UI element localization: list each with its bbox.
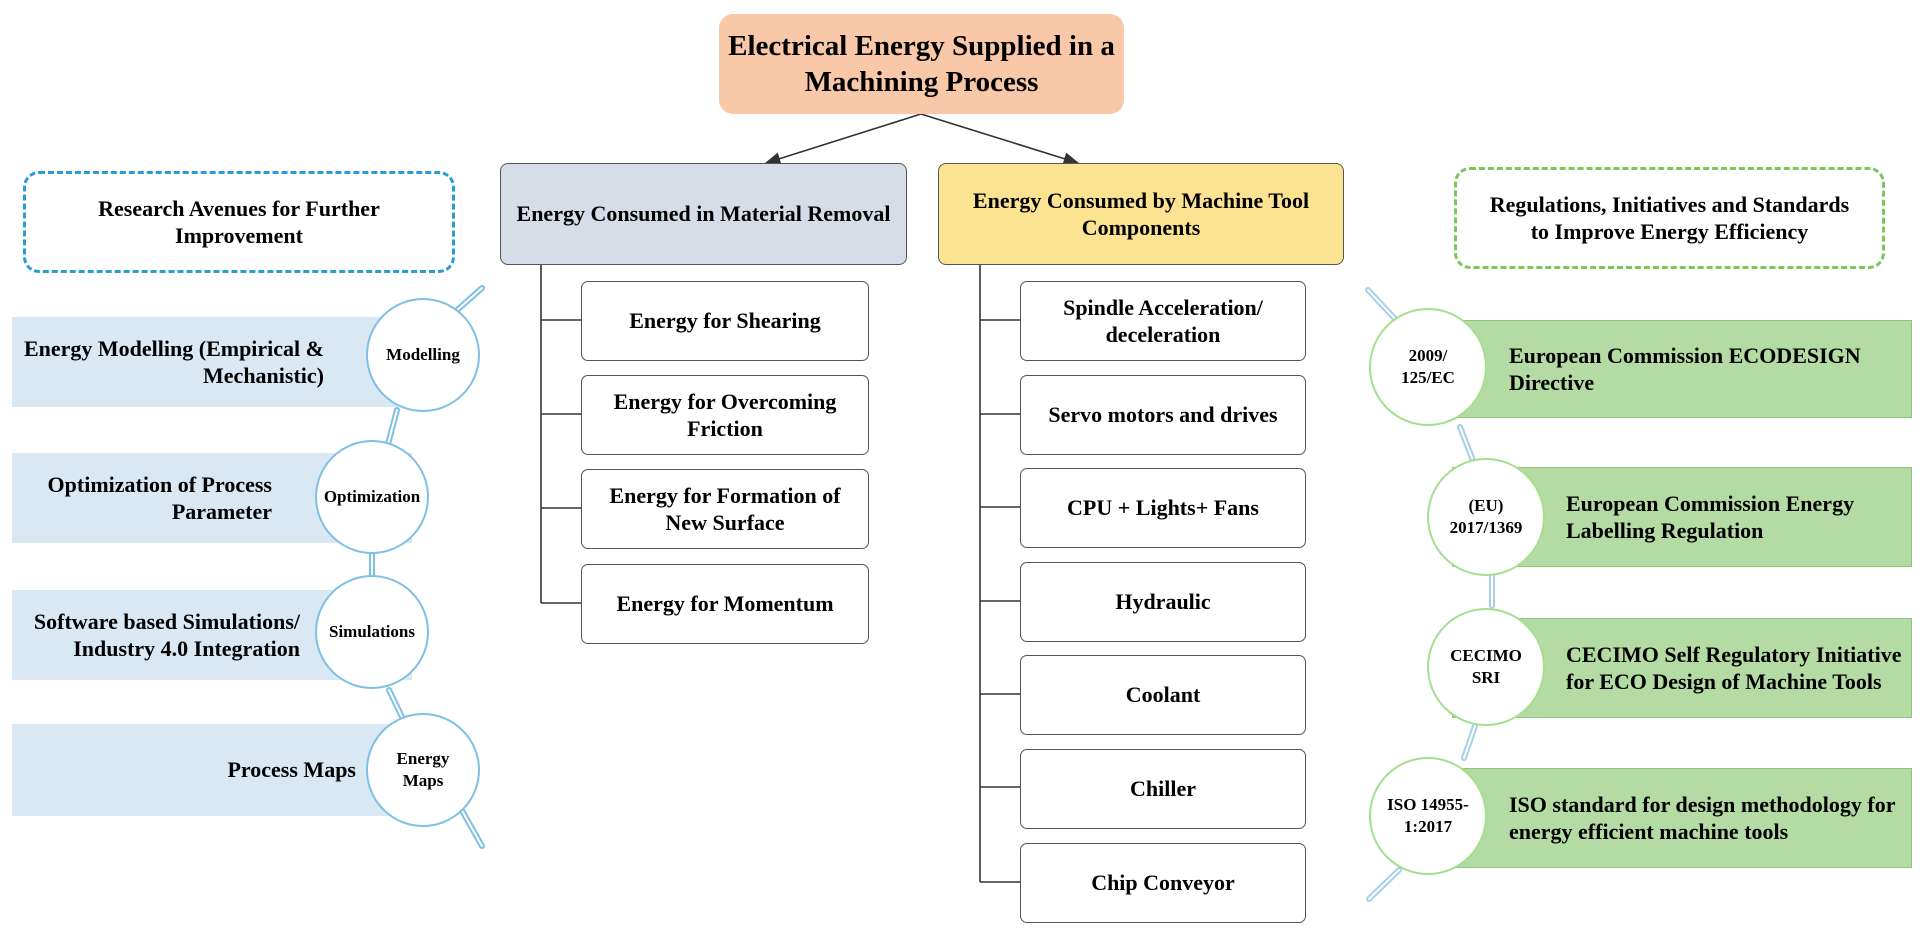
research-circle-modelling: Modelling xyxy=(366,298,480,412)
regulation-circle-energy-labelling: (EU) 2017/1369 xyxy=(1427,458,1545,576)
machine-tool-item: Spindle Acceleration/ deceleration xyxy=(1020,281,1306,361)
material-removal-tree xyxy=(540,265,581,604)
regulation-entry-text: ISO standard for design methodology for … xyxy=(1452,768,1912,868)
title-arrows xyxy=(764,113,1080,165)
material-removal-header: Energy Consumed in Material Removal xyxy=(500,163,907,265)
research-entry-text: Energy Modelling (Empirical & Mechanisti… xyxy=(12,317,412,407)
machine-tool-item: Hydraulic xyxy=(1020,562,1306,642)
material-removal-item: Energy for Shearing xyxy=(581,281,869,361)
research-entry-text: Process Maps xyxy=(12,724,412,816)
regulations-spine-inner xyxy=(1367,289,1493,900)
machine-tool-tree xyxy=(979,265,1020,883)
research-circle-energy-maps: Energy Maps xyxy=(366,713,480,827)
research-avenues-header: Research Avenues for Further Improvement xyxy=(23,171,455,273)
machine-tool-item: Chiller xyxy=(1020,749,1306,829)
machine-tool-item: Servo motors and drives xyxy=(1020,375,1306,455)
regulation-circle-iso: ISO 14955-1:2017 xyxy=(1369,757,1487,875)
material-removal-item: Energy for Overcoming Friction xyxy=(581,375,869,455)
machine-tool-header: Energy Consumed by Machine Tool Componen… xyxy=(938,163,1344,265)
material-removal-item: Energy for Formation of New Surface xyxy=(581,469,869,549)
material-removal-item: Energy for Momentum xyxy=(581,564,869,644)
machine-tool-item: CPU + Lights+ Fans xyxy=(1020,468,1306,548)
regulation-circle-ecodesign: 2009/ 125/EC xyxy=(1369,308,1487,426)
research-circle-optimization: Optimization xyxy=(315,440,429,554)
regulation-circle-cecimo: CECIMO SRI xyxy=(1427,608,1545,726)
regulation-entry-text: European Commission ECODESIGN Directive xyxy=(1452,320,1912,418)
regulations-header: Regulations, Initiatives and Standards t… xyxy=(1454,167,1885,269)
diagram-title: Electrical Energy Supplied in a Machinin… xyxy=(719,14,1124,114)
research-spine-inner xyxy=(371,287,483,847)
machine-tool-item: Coolant xyxy=(1020,655,1306,735)
machine-tool-item: Chip Conveyor xyxy=(1020,843,1306,923)
research-circle-simulations: Simulations xyxy=(315,575,429,689)
